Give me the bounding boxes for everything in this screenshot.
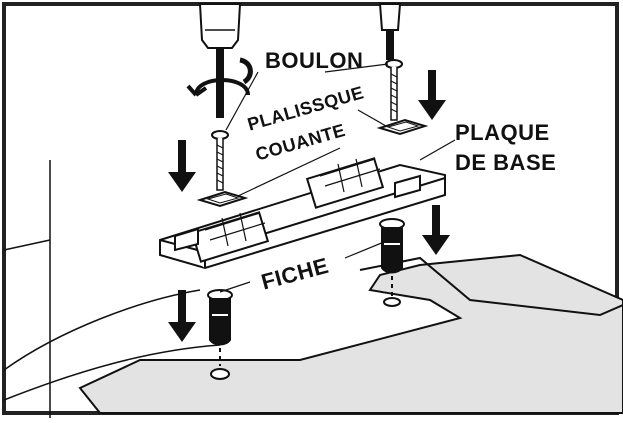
rotate-arrow-icon [186,57,253,97]
appliance-outline [3,160,221,418]
spacer-right [376,118,429,136]
leader-lines [219,63,456,293]
bolt-label: BOULON [265,48,364,73]
bolt-right [385,59,403,121]
base-plate-shape [159,157,446,270]
down-arrow-icon [168,70,450,342]
base-plate-label-line1: PLAQUE [455,120,550,145]
screwdriver-right [378,3,402,60]
floor-opening [78,253,623,414]
plug-left [207,289,233,380]
plug-right [379,218,405,307]
screwdriver-icon [198,3,242,118]
bolt-left [211,130,229,191]
spacer-left [196,190,249,208]
base-plate-label-line2: DE BASE [455,150,557,175]
